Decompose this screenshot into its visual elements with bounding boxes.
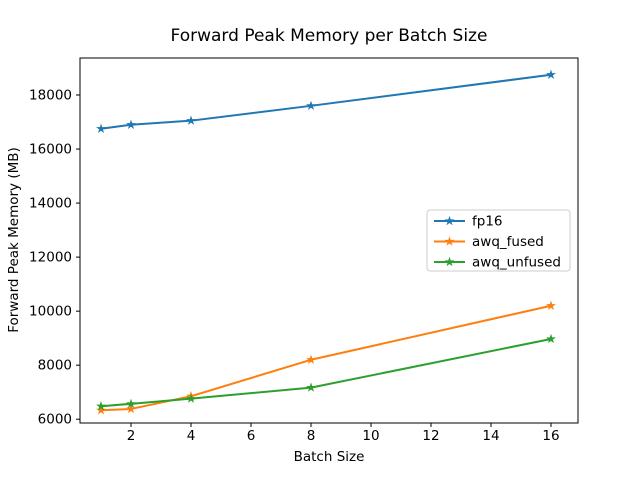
series-marker-awq_fused	[306, 354, 316, 364]
legend-label-fp16: fp16	[472, 214, 503, 230]
series-line-fp16	[100, 73, 552, 130]
y-tick-label: 10000	[29, 304, 72, 320]
x-tick-label: 4	[187, 428, 196, 444]
y-tick-label: 14000	[29, 196, 72, 212]
y-tick-label: 6000	[38, 412, 72, 428]
y-axis-label: Forward Peak Memory (MB)	[6, 147, 22, 333]
chart-title: Forward Peak Memory per Batch Size	[170, 26, 488, 46]
series-marker-awq_unfused	[96, 401, 106, 411]
x-tick-label: 16	[542, 428, 559, 444]
x-tick-label: 14	[482, 428, 499, 444]
series-marker-awq_unfused	[186, 393, 196, 403]
series-line-awq_unfused	[100, 337, 552, 408]
series-marker-awq_fused	[546, 300, 556, 310]
y-tick-label: 12000	[29, 250, 72, 266]
legend-label-awq_unfused: awq_unfused	[472, 255, 561, 271]
x-axis-label: Batch Size	[293, 449, 365, 465]
legend-marker-awq_unfused	[444, 256, 455, 267]
y-tick-label: 18000	[29, 88, 72, 104]
axes-frame	[79, 57, 579, 424]
series-marker-fp16	[546, 69, 556, 79]
series-marker-awq_fused	[96, 405, 106, 415]
x-tick-label: 8	[307, 428, 316, 444]
series-marker-fp16	[96, 123, 106, 133]
series-marker-awq_fused	[126, 403, 136, 414]
series-marker-fp16	[126, 119, 136, 129]
legend-box	[426, 209, 571, 272]
legend-marker-fp16	[444, 215, 455, 226]
x-tick-label: 10	[362, 428, 379, 444]
series-marker-awq_unfused	[306, 382, 316, 392]
series-marker-fp16	[186, 115, 196, 125]
y-tick-label: 8000	[38, 358, 72, 374]
series-marker-awq_unfused	[126, 398, 136, 409]
x-tick-label: 2	[127, 428, 136, 444]
series-line-awq_fused	[100, 304, 552, 412]
series-marker-awq_unfused	[546, 333, 556, 344]
series-marker-fp16	[306, 100, 316, 111]
y-tick-label: 16000	[29, 142, 72, 158]
x-tick-label: 6	[247, 428, 256, 444]
legend-label-awq_fused: awq_fused	[472, 234, 544, 250]
legend-marker-awq_fused	[444, 236, 455, 246]
x-tick-label: 12	[422, 428, 439, 444]
